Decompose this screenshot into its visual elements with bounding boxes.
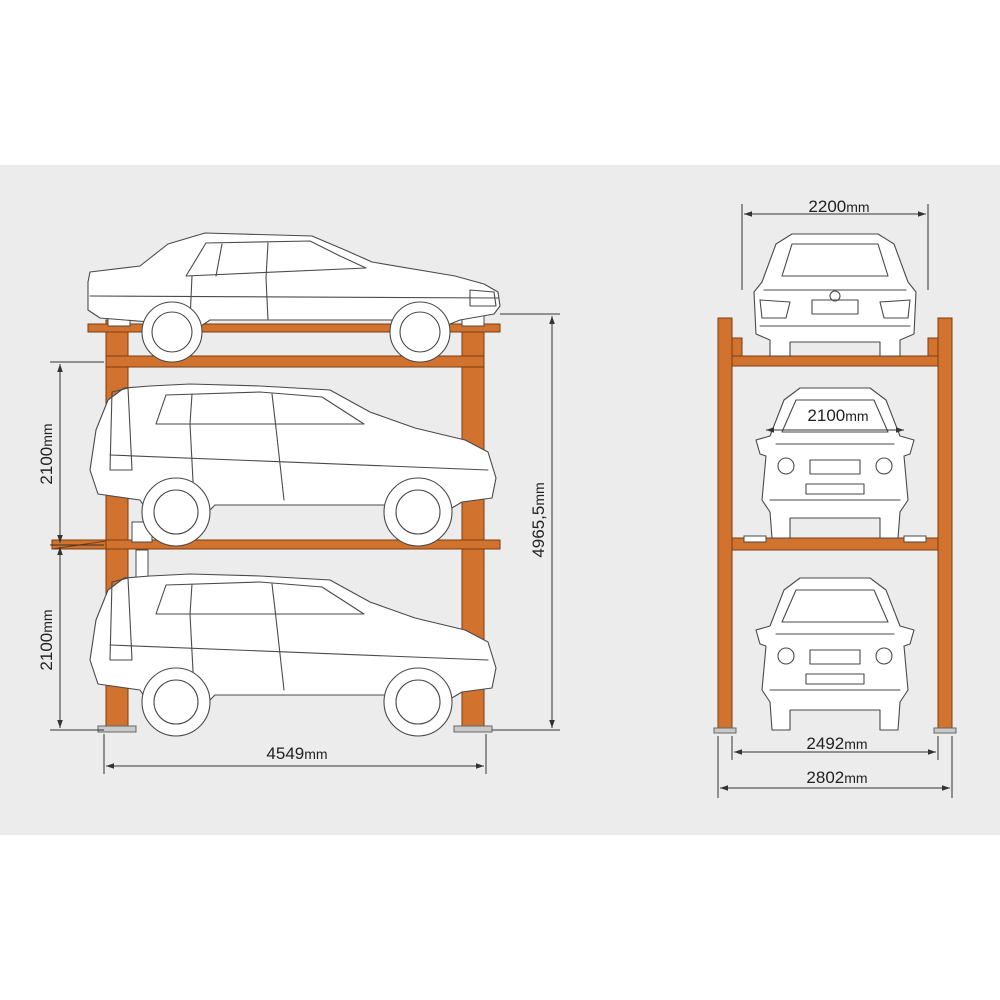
front-right-post	[937, 317, 953, 733]
sedan-rear	[753, 233, 917, 357]
wheel-stop-left	[743, 535, 767, 543]
suv-side-middle	[89, 383, 497, 547]
side-top-beam	[105, 355, 485, 368]
dim-front-inner-width: 2100mm	[807, 406, 868, 425]
front-top-lip-right	[927, 337, 939, 357]
front-dimension-lines	[717, 204, 953, 798]
dim-front-overall-width: 2802mm	[806, 768, 867, 787]
side-top-platform	[87, 323, 501, 333]
dim-front-top-width: 2200mm	[808, 197, 869, 216]
suv-front-middle	[755, 387, 915, 539]
front-frame	[713, 317, 957, 734]
suv-side-lower	[89, 573, 497, 737]
side-right-foot	[453, 725, 493, 733]
wheel-stop-right	[903, 535, 927, 543]
sedan-side	[87, 232, 501, 363]
front-right-foot	[933, 727, 957, 734]
front-view: 2200mm 2100mm 2492mm 2802mm	[713, 197, 957, 798]
front-top-platform	[731, 355, 939, 367]
front-top-lip-left	[731, 337, 743, 357]
front-left-foot	[713, 727, 737, 734]
dim-side-total-height: 4965,5mm	[529, 482, 548, 557]
dim-side-level-upper: 2100mm	[37, 423, 56, 484]
side-dimension-lines	[50, 313, 560, 774]
dim-front-platform-width: 2492mm	[806, 734, 867, 753]
front-left-post	[717, 317, 733, 733]
suv-front-lower	[755, 577, 915, 731]
dim-side-level-lower: 2100mm	[37, 609, 56, 670]
front-middle-platform	[731, 537, 939, 551]
side-left-foot	[97, 725, 137, 733]
side-view: 2100mm 2100mm 4965,5mm 4549mm	[37, 232, 560, 774]
dim-side-length: 4549mm	[266, 744, 327, 763]
